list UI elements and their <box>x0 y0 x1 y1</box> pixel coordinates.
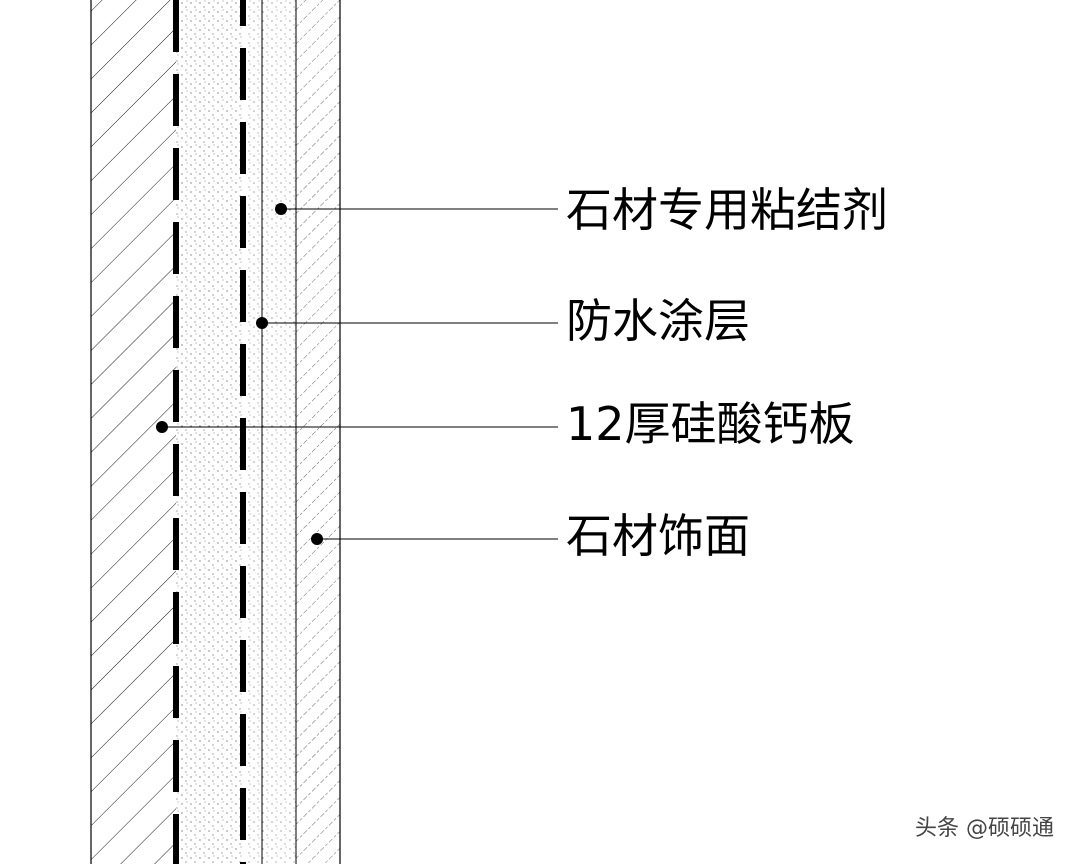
leader-stone <box>311 533 558 545</box>
callout-label-stone: 石材饰面 <box>566 509 750 563</box>
callout-label-board: 12厚硅酸钙板 <box>566 397 855 451</box>
calcium-silicate-board <box>173 0 246 864</box>
leader-board <box>156 421 558 433</box>
callout-label-adhesive: 石材专用粘结剂 <box>566 183 888 237</box>
stone-facing <box>295 0 341 864</box>
adhesive-layer <box>246 0 296 864</box>
leader-waterproof <box>256 317 558 329</box>
watermark: 头条 @硕硕通 <box>915 816 1054 841</box>
leader-adhesive <box>275 203 558 215</box>
callout-label-waterproof: 防水涂层 <box>566 294 750 348</box>
